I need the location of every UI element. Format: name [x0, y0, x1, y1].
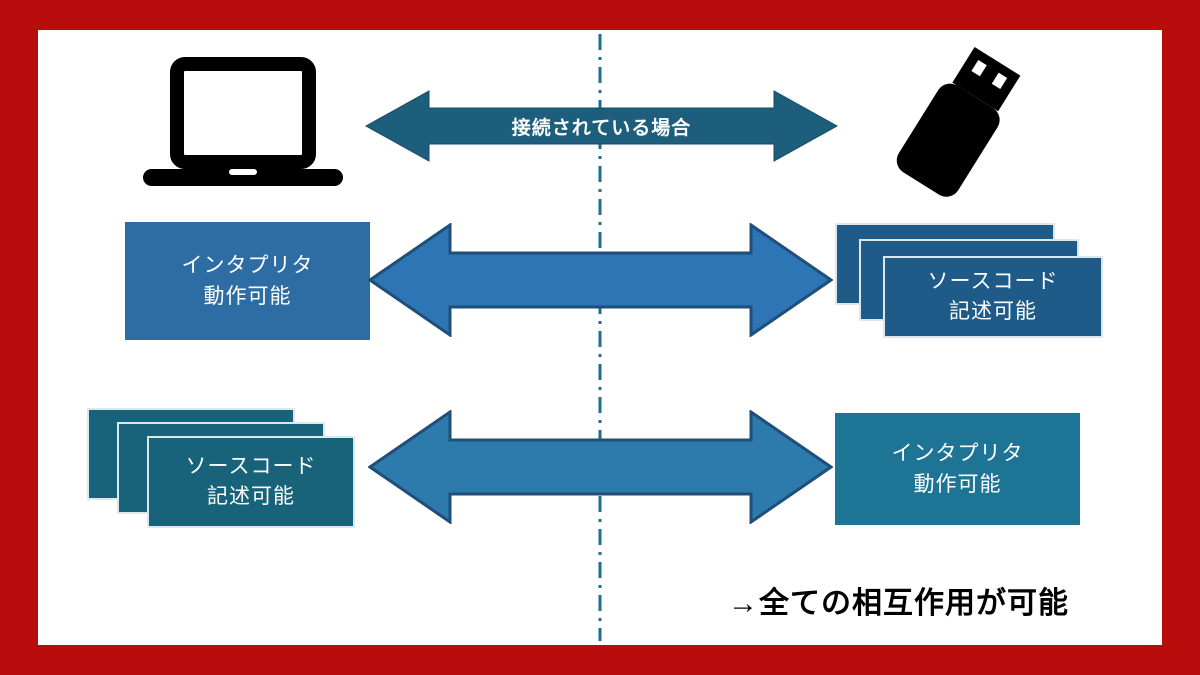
- usb-flash-drive-icon: [883, 46, 1031, 210]
- bottom-double-arrow: [368, 410, 833, 524]
- usb-drive-shape: [896, 47, 1021, 197]
- double-arrow-shape: [368, 223, 833, 337]
- interpreter-box-right: インタプリタ 動作可能: [835, 413, 1080, 525]
- box-text-line2: 動作可能: [203, 285, 292, 308]
- slide-canvas: 接続されている場合 インタプリタ 動作可能 ソースコード 記述可能: [38, 30, 1162, 645]
- box-text-line1: インタプリタ: [181, 253, 314, 277]
- footer-note: →全ての相互作用が可能: [728, 587, 1069, 620]
- laptop-notch: [229, 169, 257, 175]
- box-text-line2: 記述可能: [207, 485, 295, 508]
- stack-card-front: ソースコード 記述可能: [147, 436, 355, 528]
- source-code-stack-right: ソースコード 記述可能: [835, 223, 1105, 341]
- box-text-line1: インタプリタ: [891, 441, 1024, 465]
- box-text-line2: 記述可能: [949, 300, 1037, 323]
- box-text-line2: 動作可能: [913, 473, 1002, 496]
- interpreter-box-left: インタプリタ 動作可能: [125, 222, 370, 340]
- laptop-icon: [143, 56, 343, 188]
- laptop-screen: [170, 57, 316, 169]
- box-text-line1: ソースコード: [185, 454, 317, 478]
- double-arrow-shape: [368, 410, 833, 524]
- top-connection-arrow: 接続されている場合: [365, 90, 838, 162]
- double-arrow-shape: [365, 90, 838, 162]
- middle-double-arrow: [368, 223, 833, 337]
- box-text-line1: ソースコード: [927, 269, 1059, 293]
- source-code-stack-left: ソースコード 記述可能: [87, 408, 357, 530]
- laptop-base: [143, 169, 343, 186]
- top-arrow-label: 接続されている場合: [511, 117, 692, 139]
- stack-card-front: ソースコード 記述可能: [883, 256, 1103, 338]
